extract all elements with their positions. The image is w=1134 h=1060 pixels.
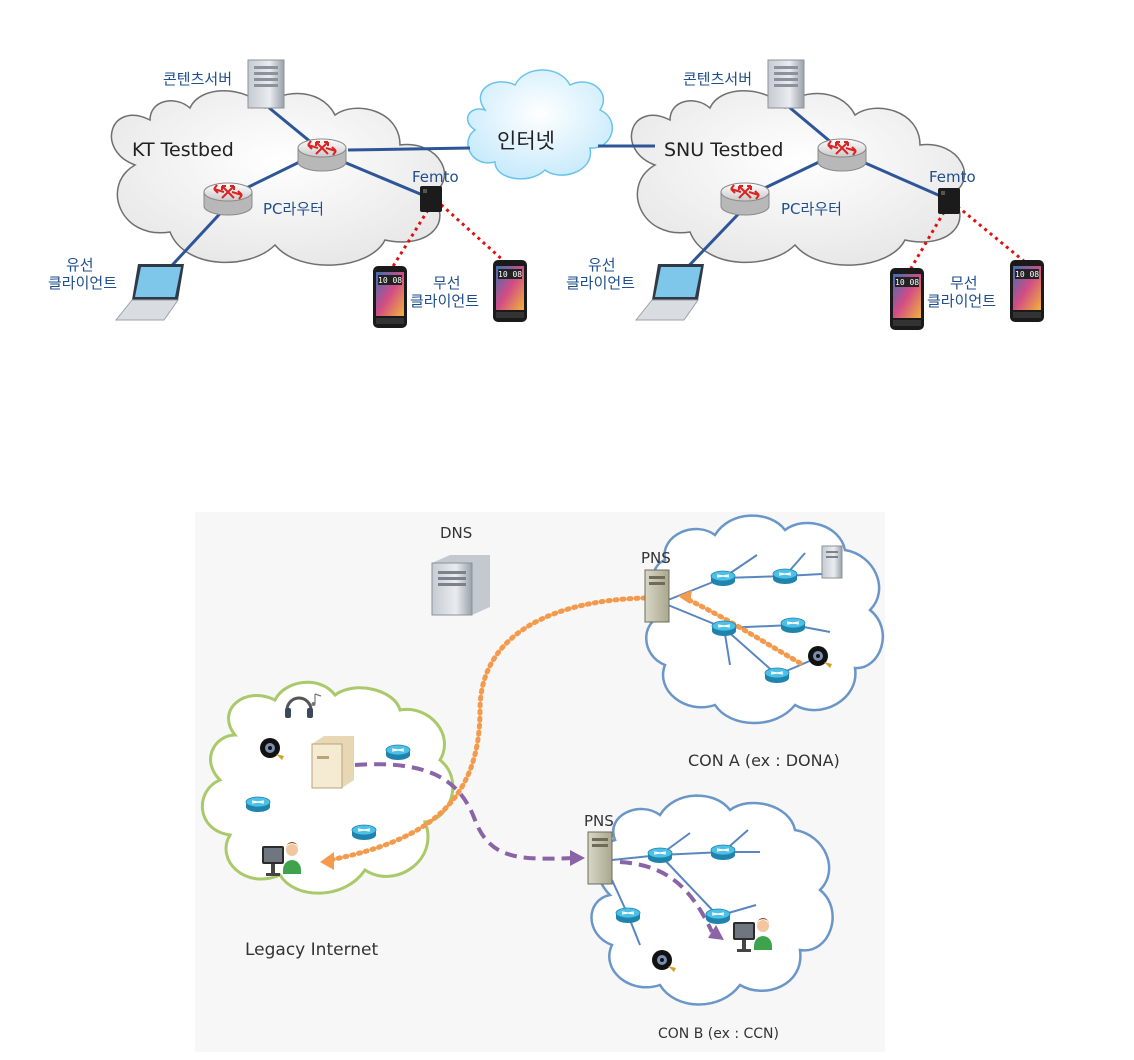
bottom-network-diagram: DNS PNS PNS CON A (ex : DONA) CON B (ex … [195,512,885,1052]
kt-wired-client-label-2: 클라이언트 [48,274,117,292]
orange-content-flow [327,595,803,863]
legacy-internet-label: Legacy Internet [245,940,378,960]
legacy-router-3-icon [351,824,377,841]
orange-flow-arrowhead-pns [678,590,692,604]
snu-laptop-icon [634,264,704,321]
kt-core-router-icon [297,138,347,172]
pns-b-label: PNS [584,812,614,830]
con-b-cloud [590,794,834,1006]
kt-content-server-label: 콘텐츠서버 [163,70,232,88]
snu-femto-icon [938,188,960,214]
snu-pc-router-label: PC라우터 [781,200,842,218]
con-b-router-4-icon [615,907,641,924]
kt-laptop-icon [114,264,184,321]
con-a-label: CON A (ex : DONA) [688,751,840,770]
dns-label: DNS [440,524,472,542]
internet-label: 인터넷 [497,129,555,153]
purple-flow-arrowhead-pns [570,850,585,866]
snu-femto-label: Femto [929,168,976,186]
kt-phone-1-clock: 10 08 [378,276,402,285]
snu-wired-client-label-1: 유선 [588,256,616,274]
purple-request-flow [354,762,576,861]
kt-content-server-icon [247,59,285,109]
legacy-server-icon [311,736,354,789]
pns-b-server-icon [587,831,613,885]
purple-flow-arrowhead-user [708,925,724,940]
dns-server-icon [431,555,490,616]
headphones-icon [285,693,322,718]
top-network-diagram: 10 08 10 08 10 08 10 08 콘텐츠서버 KT Testbed… [48,59,1044,330]
con-a-router-1-icon [710,570,736,587]
snu-phone-1-clock: 10 08 [895,278,919,287]
internet-cloud [466,69,613,180]
kt-wireless-client-label-2: 클라이언트 [410,292,479,310]
pns-a-label: PNS [641,549,671,567]
con-a-router-3-icon [711,620,737,637]
snu-wireless-client-label-1: 무선 [950,274,978,292]
kt-pc-router-icon [203,182,253,216]
con-a-content-server-icon [821,545,843,579]
snu-content-server-icon [767,59,805,109]
con-b-router-1-icon [647,847,673,864]
con-b-router-3-icon [705,908,731,925]
con-a-router-2-icon [772,568,798,585]
legacy-router-2-icon [245,796,271,813]
con-a-router-5-icon [764,667,790,684]
snu-content-server-label: 콘텐츠서버 [683,70,752,88]
snu-wired-client-label-2: 클라이언트 [566,274,635,292]
wireless-links [390,198,1026,271]
snu-pc-router-icon [720,182,770,216]
kt-phone-2-clock: 10 08 [498,270,522,279]
con-a-router-4-icon [780,617,806,634]
con-b-router-2-icon [710,844,736,861]
orange-flow-arrowhead-user [320,852,334,870]
kt-femto-icon [420,186,442,212]
purple-request-flow-con-b [619,860,714,933]
con-b-label: CON B (ex : CCN) [658,1026,779,1042]
kt-femto-label: Femto [412,168,459,186]
kt-wireless-client-label-1: 무선 [433,274,461,292]
kt-pc-router-label: PC라우터 [263,200,324,218]
snu-testbed-cloud [630,90,966,266]
snu-phone-2-clock: 10 08 [1015,270,1039,279]
snu-core-router-icon [817,138,867,172]
snu-wireless-client-label-2: 클라이언트 [927,292,996,310]
legacy-router-1-icon [385,744,411,761]
kt-testbed-title: KT Testbed [132,139,234,161]
snu-testbed-title: SNU Testbed [664,139,783,161]
kt-wired-client-label-1: 유선 [66,256,94,274]
pns-a-server-icon [644,569,670,623]
